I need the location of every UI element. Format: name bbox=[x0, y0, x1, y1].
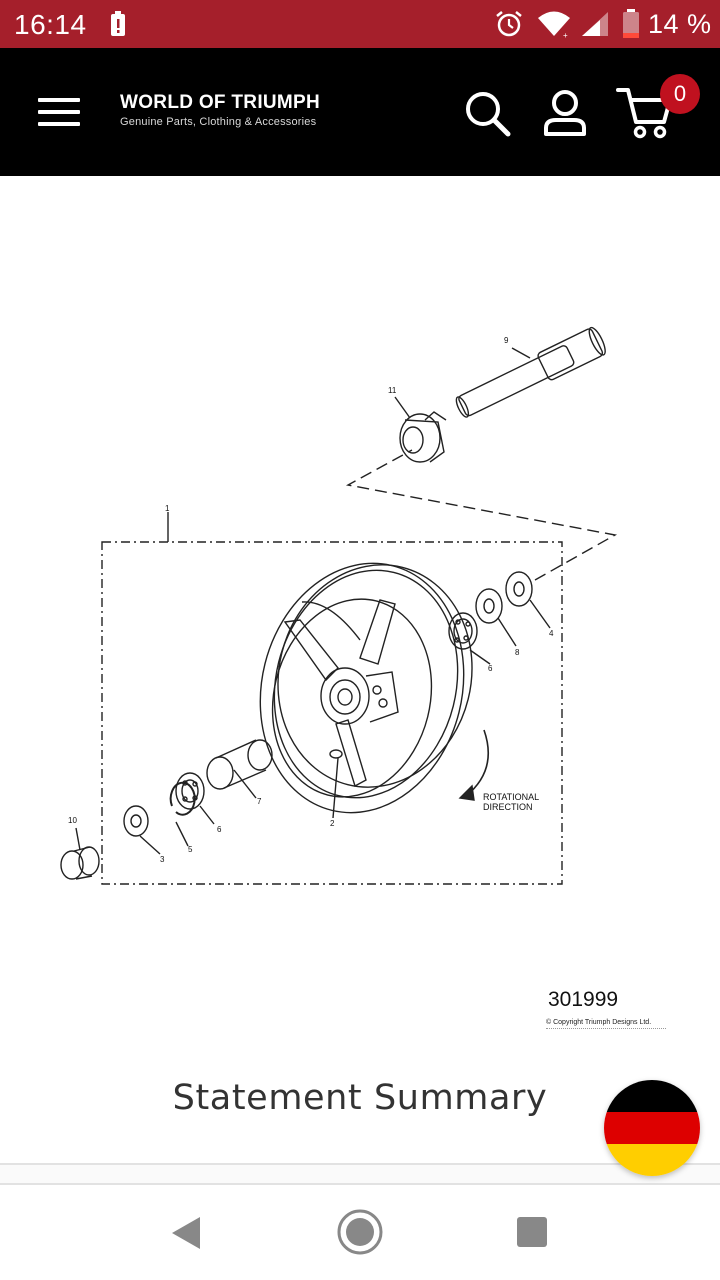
diagram-number: 301999 bbox=[548, 988, 619, 1011]
brand-title: WORLD OF TRIUMPH bbox=[120, 92, 321, 113]
menu-icon bbox=[38, 98, 80, 102]
rotation-label-line1: ROTATIONAL bbox=[483, 792, 539, 802]
home-icon[interactable] bbox=[336, 1208, 384, 1256]
axle-part bbox=[455, 326, 606, 418]
account-icon[interactable] bbox=[540, 88, 590, 138]
svg-text:1: 1 bbox=[165, 504, 170, 513]
brand-logo[interactable]: WORLD OF TRIUMPH Genuine Parts, Clothing… bbox=[120, 92, 320, 128]
svg-text:4: 4 bbox=[549, 629, 554, 638]
menu-icon-bar bbox=[38, 110, 80, 114]
svg-text:9: 9 bbox=[504, 336, 509, 345]
svg-text:10: 10 bbox=[68, 816, 77, 825]
cart-count-badge[interactable]: 0 bbox=[660, 74, 700, 114]
svg-text:3: 3 bbox=[160, 855, 165, 864]
section-title: Statement Summary bbox=[172, 1078, 548, 1118]
wifi-icon: + bbox=[538, 11, 570, 39]
signal-icon bbox=[582, 12, 608, 36]
flag-stripe-red bbox=[604, 1112, 700, 1144]
site-header: WORLD OF TRIUMPH Genuine Parts, Clothing… bbox=[0, 48, 720, 176]
wheel-part bbox=[259, 562, 473, 814]
collapsed-panel[interactable] bbox=[0, 1163, 720, 1185]
back-icon[interactable] bbox=[168, 1214, 204, 1252]
search-icon[interactable] bbox=[462, 88, 512, 138]
navigation-bar bbox=[0, 1186, 720, 1280]
battery-icon bbox=[623, 9, 639, 38]
status-time: 16:14 bbox=[14, 9, 87, 40]
diagram-copyright: © Copyright Triumph Designs Ltd. bbox=[546, 1019, 652, 1026]
svg-text:6: 6 bbox=[217, 825, 222, 834]
spacer-part bbox=[399, 411, 447, 463]
alert-icon bbox=[111, 11, 125, 36]
svg-text:11: 11 bbox=[388, 386, 397, 395]
alarm-icon bbox=[496, 11, 522, 37]
recents-icon[interactable] bbox=[516, 1216, 548, 1248]
menu-icon-bar bbox=[38, 122, 80, 126]
brand-subtitle: Genuine Parts, Clothing & Accessories bbox=[120, 116, 317, 128]
language-button[interactable] bbox=[604, 1080, 700, 1176]
parts-diagram: 1 2 3 4 5 6 6 7 8 9 10 11 ROTATIONAL DIR… bbox=[60, 326, 618, 885]
inner-tube-part bbox=[206, 739, 273, 790]
outer-spacer-part bbox=[60, 846, 100, 880]
svg-text:6: 6 bbox=[488, 664, 493, 673]
svg-text:7: 7 bbox=[257, 797, 262, 806]
svg-text:5: 5 bbox=[188, 845, 193, 854]
svg-text:+: + bbox=[563, 31, 568, 39]
status-bar: 16:14 + 14 % bbox=[0, 0, 720, 48]
svg-text:2: 2 bbox=[330, 819, 335, 828]
rotation-label-line2: DIRECTION bbox=[483, 802, 533, 812]
diagram-fineprint bbox=[546, 1028, 666, 1030]
svg-text:8: 8 bbox=[515, 648, 520, 657]
menu-button[interactable] bbox=[38, 94, 82, 130]
battery-percent: 14 % bbox=[648, 9, 712, 39]
